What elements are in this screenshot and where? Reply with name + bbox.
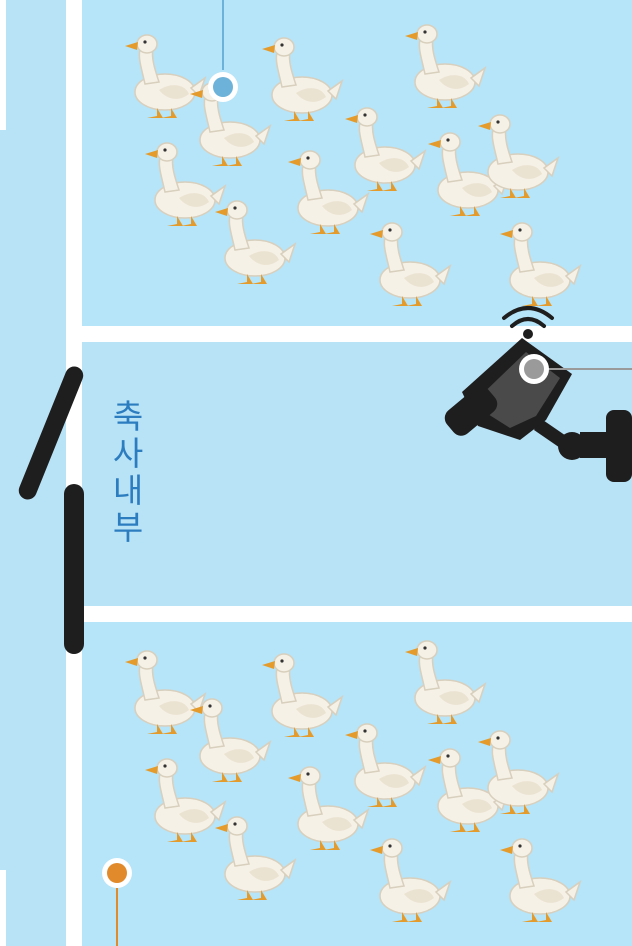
top-duck-flock bbox=[125, 25, 580, 306]
duck-icon bbox=[262, 38, 342, 121]
duck-icon bbox=[405, 25, 485, 108]
duck-icon bbox=[405, 641, 485, 724]
wifi-signal-icon bbox=[504, 308, 552, 337]
duck-icon bbox=[370, 839, 450, 922]
bottom-sensor-marker bbox=[102, 858, 132, 946]
duck-icon bbox=[215, 817, 295, 900]
duck-icon bbox=[345, 724, 425, 807]
cctv-camera-icon bbox=[441, 308, 632, 482]
top-sensor-marker bbox=[208, 0, 238, 102]
duck-icon bbox=[500, 223, 580, 306]
duck-icon bbox=[500, 839, 580, 922]
bottom-duck-flock bbox=[125, 641, 580, 922]
duck-icon bbox=[370, 223, 450, 306]
duck-icon bbox=[125, 35, 205, 118]
duck-icon bbox=[345, 108, 425, 191]
duck-icon bbox=[215, 201, 295, 284]
duck-icon bbox=[125, 651, 205, 734]
duck-icon bbox=[190, 699, 270, 782]
duck-icon bbox=[262, 654, 342, 737]
